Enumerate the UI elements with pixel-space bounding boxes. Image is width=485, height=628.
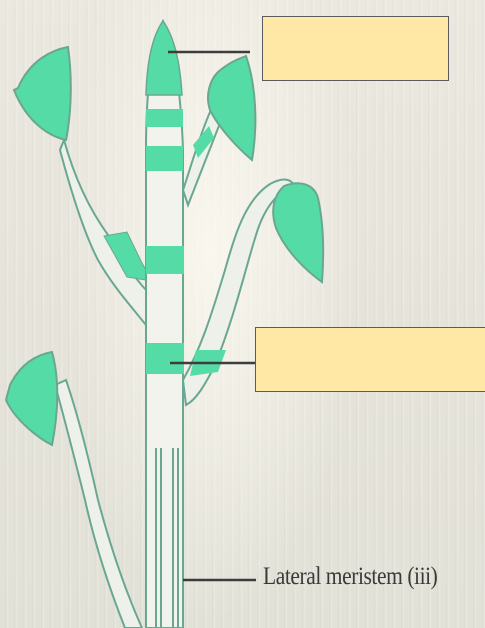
- leaf-right-middle: [272, 182, 325, 284]
- stem-band-2: [146, 146, 183, 171]
- leaf-top-left: [12, 45, 72, 142]
- lateral-meristem-label: Lateral meristem (iii): [263, 563, 438, 590]
- leaf-top-right: [207, 54, 257, 162]
- leaf-left-lower: [4, 350, 59, 447]
- label-box-intercalary: [255, 327, 485, 392]
- left-upper-branch: [58, 136, 147, 328]
- right-upper-branch: [181, 110, 224, 208]
- stem-band-4: [146, 343, 184, 374]
- stem-band-3: [146, 246, 184, 274]
- left-lower-branch: [53, 378, 144, 628]
- stem-band-1: [146, 109, 183, 127]
- label-box-apical: [262, 16, 449, 81]
- right-upper-branch-band: [193, 126, 214, 158]
- apical-meristem: [145, 19, 183, 96]
